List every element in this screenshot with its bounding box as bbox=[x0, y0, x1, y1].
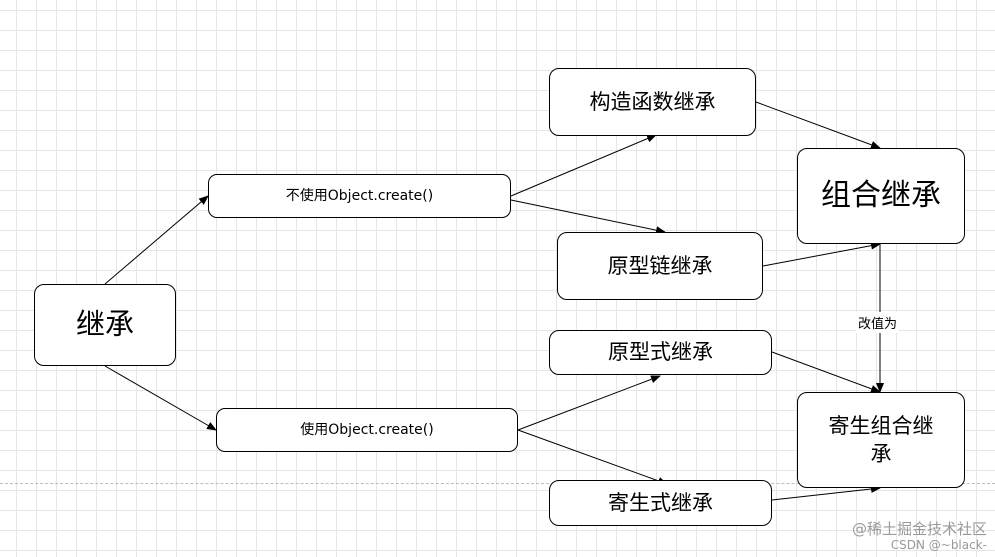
node-prototypal-label: 原型式继承 bbox=[608, 340, 713, 365]
node-no-create[interactable]: 不使用Object.create() bbox=[208, 174, 511, 218]
edge-prototype-chain-to-combination bbox=[762, 241, 881, 267]
page-break-line bbox=[0, 483, 995, 484]
edge-no-create-to-prototype-chain bbox=[510, 199, 666, 235]
node-use-create[interactable]: 使用Object.create() bbox=[216, 408, 518, 452]
node-combination[interactable]: 组合继承 bbox=[797, 148, 965, 244]
node-prototype-chain[interactable]: 原型链继承 bbox=[557, 232, 763, 300]
node-combination-label: 组合继承 bbox=[821, 177, 941, 213]
watermark-juejin: @稀土掘金技术社区 bbox=[851, 520, 987, 538]
node-use-create-label: 使用Object.create() bbox=[300, 421, 434, 438]
node-no-create-label: 不使用Object.create() bbox=[285, 187, 434, 204]
edge-parasitic-to-parasitic-combination bbox=[771, 485, 881, 501]
node-root[interactable]: 继承 bbox=[34, 284, 176, 366]
node-parasitic[interactable]: 寄生式继承 bbox=[549, 480, 772, 526]
node-parasitic-combination[interactable]: 寄生组合继承 bbox=[797, 392, 965, 488]
edge-prototypal-to-parasitic-combination bbox=[771, 351, 881, 393]
edge-no-create-to-constructor bbox=[510, 134, 657, 197]
node-prototypal[interactable]: 原型式继承 bbox=[549, 330, 772, 375]
edge-use-create-to-prototypal bbox=[517, 375, 661, 431]
node-root-label: 继承 bbox=[75, 307, 134, 342]
node-parasitic-combination-label: 寄生组合继承 bbox=[828, 413, 934, 466]
watermark-csdn: CSDN @~black- bbox=[890, 538, 987, 552]
edge-root-to-use-create bbox=[104, 365, 217, 431]
edge-root-to-no-create bbox=[104, 195, 209, 285]
edge-label-change-value: 改值为 bbox=[856, 312, 900, 333]
node-constructor-label: 构造函数继承 bbox=[589, 89, 716, 114]
node-prototype-chain-label: 原型链继承 bbox=[607, 253, 713, 278]
node-parasitic-label: 寄生式继承 bbox=[608, 490, 713, 515]
edge-use-create-to-parasitic bbox=[517, 429, 668, 485]
node-constructor[interactable]: 构造函数继承 bbox=[549, 68, 756, 136]
edge-constructor-to-combination bbox=[755, 101, 881, 149]
